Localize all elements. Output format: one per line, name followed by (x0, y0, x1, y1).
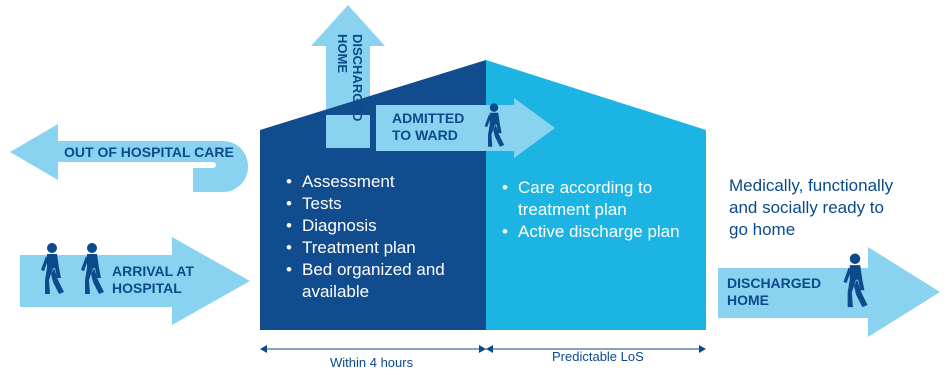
list-item: Active discharge plan (498, 221, 703, 243)
list-item: Bed organized and available (282, 259, 452, 303)
arrival-at-hospital-label: ARRIVAL AT HOSPITAL (112, 263, 194, 296)
emergency-phase-list: Assessment Tests Diagnosis Treatment pla… (282, 171, 482, 303)
list-item: Care according to treatment plan (498, 177, 678, 221)
discharged-home-right-arrow (718, 247, 940, 337)
admitted-to-ward-arrow (376, 98, 555, 158)
out-of-hospital-care-arrow (10, 124, 249, 192)
out-of-hospital-care-label: OUT OF HOSPITAL CARE (64, 144, 234, 160)
timeline-label-within-4-hours: Within 4 hours (330, 355, 414, 370)
discharged-home-up-arrow-shaft (326, 115, 370, 148)
ward-phase-list: Care according to treatment plan Active … (498, 177, 703, 243)
list-item: Assessment (282, 171, 482, 193)
admitted-to-ward-label: ADMITTED TO WARD (392, 110, 465, 143)
list-item: Tests (282, 193, 482, 215)
timeline (260, 345, 706, 353)
list-item: Diagnosis (282, 215, 482, 237)
arrival-at-hospital-arrow (20, 237, 250, 325)
ready-to-go-home-text: Medically, functionally and socially rea… (729, 176, 894, 239)
discharged-home-top-label: DISCHARGED HOME (335, 34, 365, 122)
timeline-label-predictable-los: Predictable LoS (552, 349, 644, 364)
list-item: Treatment plan (282, 237, 482, 259)
discharged-home-right-label: DISCHARGED HOME (727, 275, 822, 308)
